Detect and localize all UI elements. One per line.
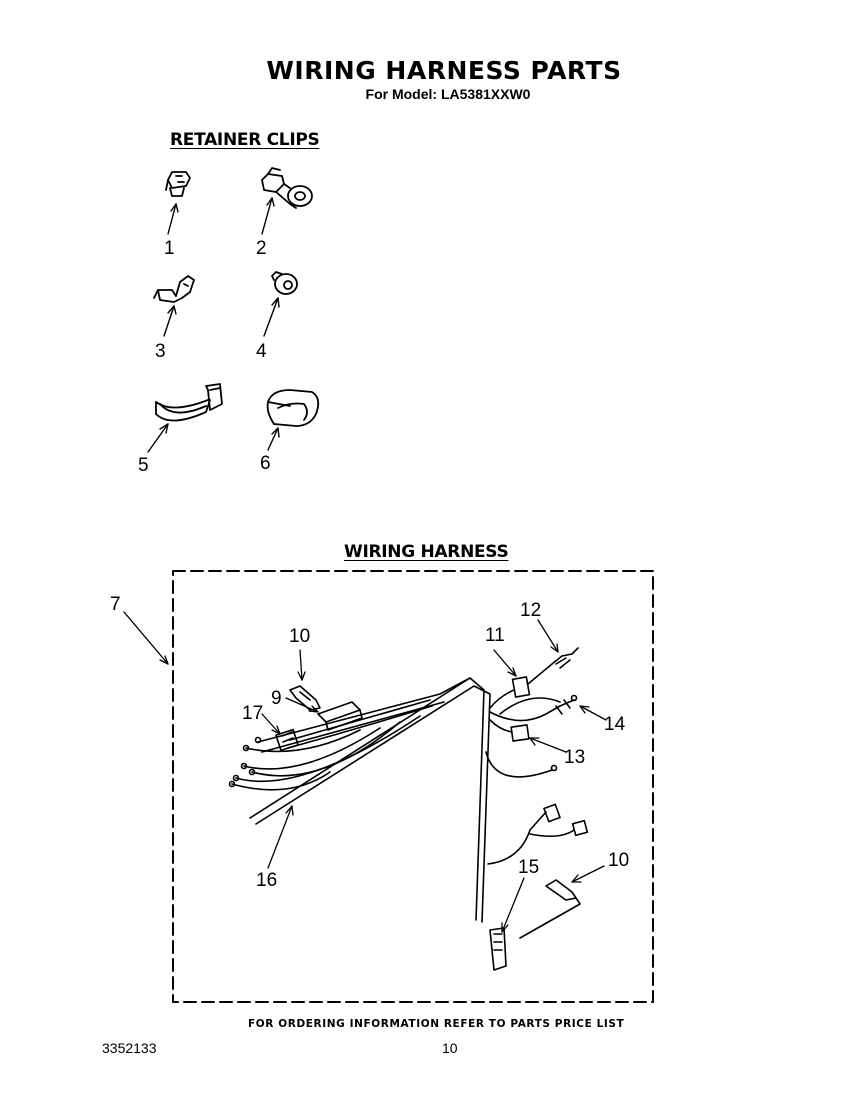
callout-14: 14: [604, 714, 626, 735]
callout-10-right: 10: [608, 850, 630, 871]
callout-7: 7: [110, 594, 121, 615]
retainer-clip-2-icon: [261, 167, 313, 209]
callout-17: 17: [242, 703, 264, 724]
clip-3-number: 3: [155, 341, 166, 362]
callout-10-left: 10: [289, 626, 311, 647]
clip-6-number: 6: [260, 453, 271, 474]
callout-11: 11: [485, 625, 505, 646]
terminal-10-left-icon: [289, 685, 321, 711]
strap-clip-icon: [155, 383, 223, 422]
document-number: 3352133: [102, 1040, 157, 1056]
connector-15-icon: [489, 927, 507, 971]
page-title: WIRING HARNESS PARTS: [266, 56, 622, 85]
retainer-clips-heading: RETAINER CLIPS: [170, 130, 320, 150]
callout-12: 12: [520, 600, 542, 621]
ordering-note: FOR ORDERING INFORMATION REFER TO PARTS …: [248, 1018, 625, 1030]
callout-leaders: [123, 611, 607, 933]
wire-bundle-left: [228, 699, 433, 791]
callout-13: 13: [564, 747, 586, 768]
callout-16: 16: [256, 870, 278, 891]
clip-2-number: 2: [256, 238, 267, 259]
clip-4-number: 4: [256, 341, 267, 362]
terminal-12-icon: [527, 647, 579, 685]
connector-13-icon: [489, 719, 530, 742]
model-subtitle: For Model: LA5381XXW0: [365, 86, 531, 102]
wire-loop-right: [485, 751, 558, 778]
connector-17-icon: [275, 728, 299, 752]
retainer-clip-1-icon: [165, 171, 191, 197]
harness-boundary: [172, 570, 654, 1003]
callout-9: 9: [271, 688, 282, 709]
terminal-10-right-icon: [519, 879, 581, 939]
connector-11-icon: [489, 676, 531, 709]
sleeve-clip-icon: [266, 389, 320, 427]
harness-trunk: [249, 677, 491, 923]
connector-lower-right-icon: [487, 803, 589, 865]
connector-9-icon: [317, 701, 363, 731]
wiring-harness-heading: WIRING HARNESS: [344, 542, 509, 562]
clip-5-number: 5: [138, 455, 149, 476]
clip-1-number: 1: [164, 238, 175, 259]
callout-15: 15: [518, 857, 540, 878]
page-number: 10: [442, 1040, 458, 1056]
retainer-clip-3-icon: [153, 275, 195, 303]
terminal-14-icon: [489, 694, 578, 722]
grommet-icon: [271, 271, 298, 295]
